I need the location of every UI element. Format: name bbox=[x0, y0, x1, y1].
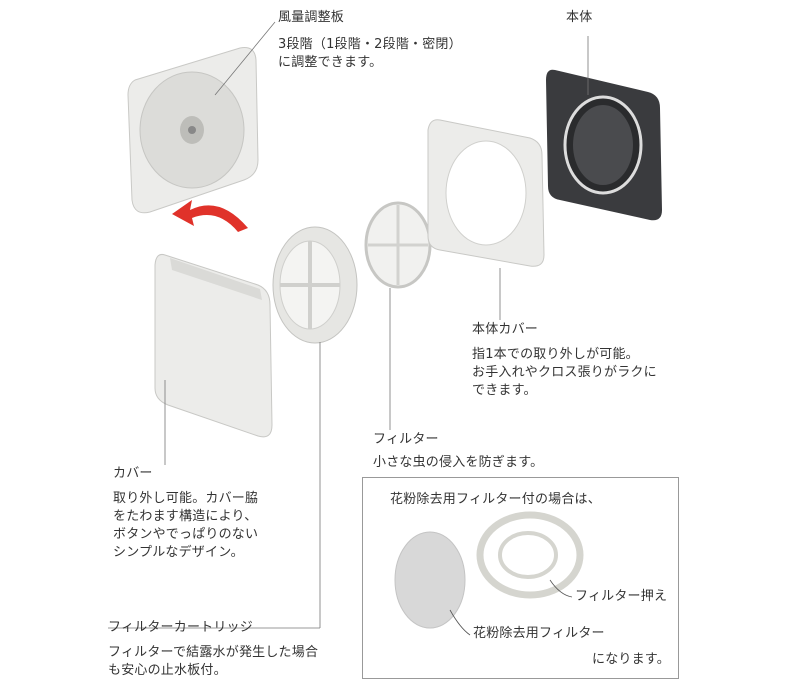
body-cover-desc-1: 指1本での取り外しが可能。 bbox=[472, 347, 639, 362]
rotate-arrow-icon bbox=[172, 200, 248, 232]
body-cover-desc-3: できます。 bbox=[472, 383, 537, 398]
damper-title: 風量調整板 bbox=[278, 10, 345, 25]
filter-title: フィルター bbox=[373, 432, 439, 447]
pollen-filter-part bbox=[394, 531, 466, 629]
cartridge-title: フィルターカートリッジ bbox=[108, 620, 253, 635]
body-cover-desc-2: お手入れやクロス張りがラクに bbox=[472, 365, 657, 380]
filter-cartridge-part bbox=[272, 226, 358, 344]
body-title: 本体 bbox=[566, 10, 593, 25]
body-cover-part bbox=[427, 119, 545, 267]
cover-desc-1: 取り外し可能。カバー脇 bbox=[113, 491, 259, 506]
cover-desc-3: ボタンやでっぱりのない bbox=[113, 527, 259, 542]
cartridge-desc-2: も安心の止水板付。 bbox=[108, 663, 227, 678]
pollen-filter-box bbox=[362, 477, 679, 679]
pollen-box-heading: 花粉除去用フィルター付の場合は、 bbox=[390, 492, 601, 507]
body-part bbox=[546, 69, 662, 221]
cartridge-desc-1: フィルターで結露水が発生した場合 bbox=[108, 645, 319, 660]
pollen-box-footer: になります。 bbox=[592, 652, 670, 667]
filter-holder-label: フィルター押え bbox=[575, 589, 668, 604]
pollen-filter-label: 花粉除去用フィルター bbox=[473, 626, 605, 641]
damper-plate bbox=[127, 47, 259, 214]
cover-part bbox=[154, 254, 273, 438]
filter-part bbox=[364, 201, 432, 289]
filter-desc-1: 小さな虫の侵入を防ぎます。 bbox=[373, 455, 544, 470]
cover-desc-2: をたわます構造により、 bbox=[113, 509, 258, 524]
cover-title: カバー bbox=[113, 466, 153, 481]
body-cover-title: 本体カバー bbox=[472, 322, 539, 337]
cover-desc-4: シンプルなデザイン。 bbox=[113, 545, 244, 560]
damper-desc-1: 3段階（1段階・2段階・密閉） bbox=[278, 37, 462, 52]
filter-holder-part bbox=[476, 511, 584, 599]
damper-desc-2: に調整できます。 bbox=[278, 55, 383, 70]
